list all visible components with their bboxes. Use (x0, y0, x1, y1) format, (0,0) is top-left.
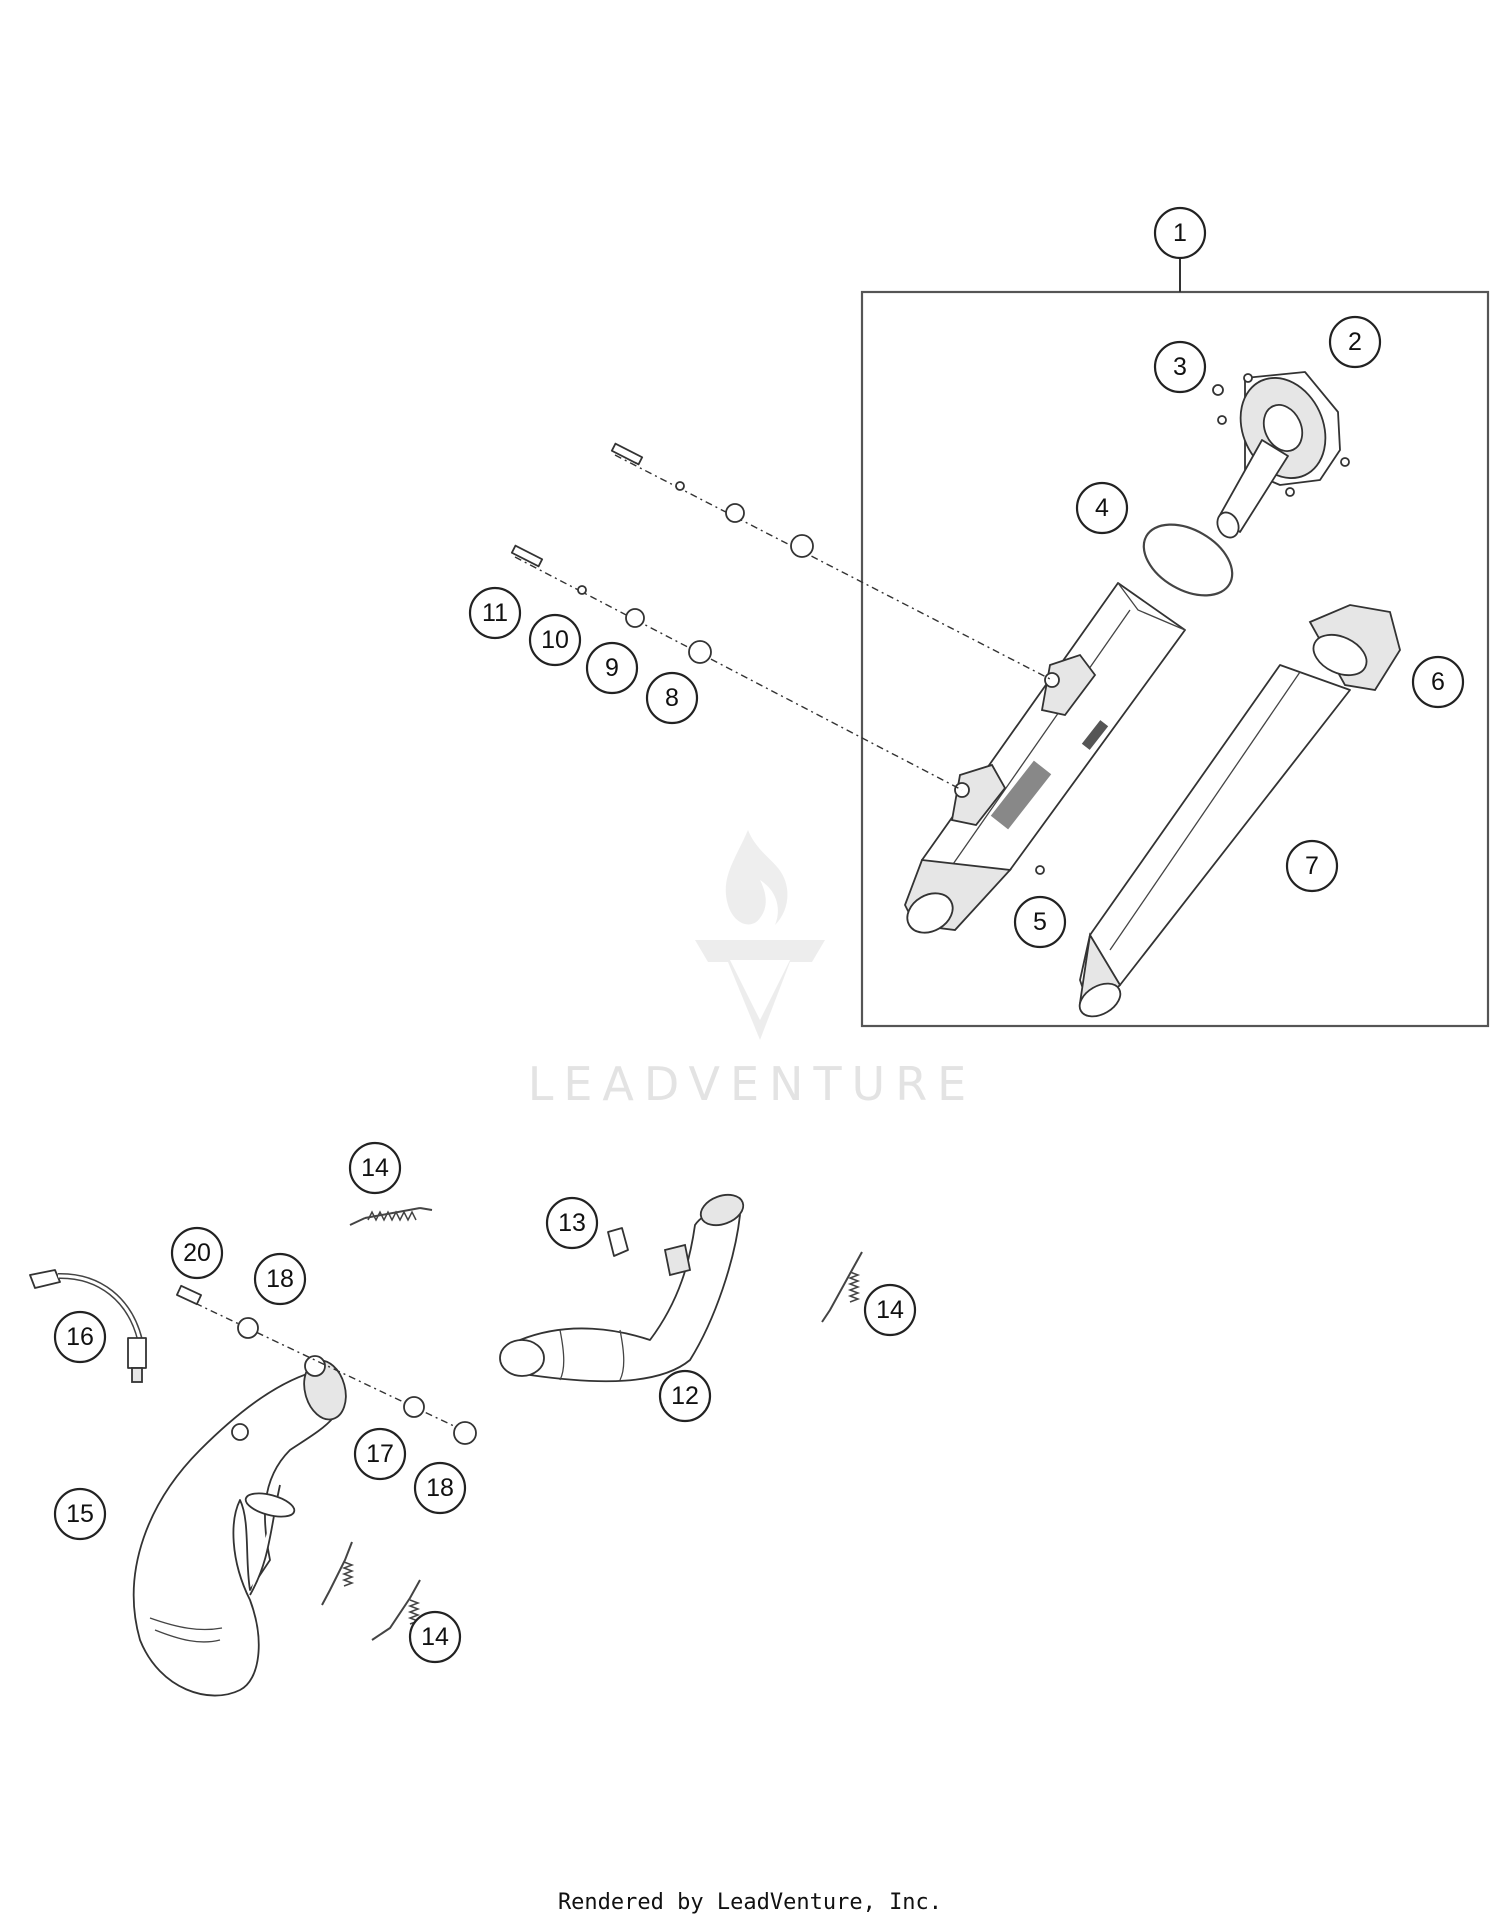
o-ring-part (1142, 523, 1234, 597)
svg-text:7: 7 (1305, 852, 1319, 880)
svg-text:17: 17 (366, 1440, 394, 1468)
end-cap-part (1216, 371, 1350, 539)
callout-10: 10 (528, 613, 582, 667)
svg-text:13: 13 (558, 1209, 586, 1237)
screw-part (1212, 384, 1224, 396)
link-pipe-part (499, 1193, 745, 1383)
muffler-assembly-box (860, 290, 1490, 1028)
svg-text:14: 14 (361, 1154, 389, 1182)
clamp-part (607, 1227, 629, 1257)
svg-text:11: 11 (482, 599, 508, 627)
callout-3: 3 (1153, 340, 1207, 394)
svg-text:14: 14 (876, 1296, 904, 1324)
muffler-body-part (904, 582, 1186, 934)
svg-text:4: 4 (1095, 494, 1109, 522)
callout-13: 13 (545, 1196, 599, 1250)
callout-16: 16 (53, 1310, 107, 1364)
svg-text:18: 18 (426, 1474, 454, 1502)
svg-text:9: 9 (605, 654, 619, 682)
header-pipe-part (132, 1355, 347, 1697)
callout-18-upper: 18 (253, 1252, 307, 1306)
lower-bolt-stack (510, 544, 963, 791)
svg-text:16: 16 (66, 1323, 94, 1351)
callout-8: 8 (645, 671, 699, 725)
callout-12: 12 (658, 1369, 712, 1423)
callout-1: 1 (1153, 206, 1207, 260)
callout-5: 5 (1013, 895, 1067, 949)
svg-text:18: 18 (266, 1265, 294, 1293)
svg-text:15: 15 (66, 1500, 94, 1528)
svg-text:8: 8 (665, 684, 679, 712)
svg-text:10: 10 (541, 626, 569, 654)
callout-17: 17 (353, 1427, 407, 1481)
callout-7: 7 (1285, 839, 1339, 893)
muffler-sleeve-part (1078, 664, 1351, 1018)
svg-text:1: 1 (1173, 219, 1187, 247)
leadventure-watermark-logo (695, 830, 825, 1040)
svg-text:3: 3 (1173, 353, 1187, 381)
header-bolt-stack (176, 1284, 477, 1445)
svg-text:14: 14 (421, 1623, 449, 1651)
callout-2: 2 (1328, 315, 1382, 369)
callout-14-lower: 14 (408, 1610, 462, 1664)
callout-14-top: 14 (348, 1141, 402, 1195)
callout-15: 15 (53, 1487, 107, 1541)
spring-part-right (821, 1251, 863, 1323)
footer-credit: Rendered by LeadVenture, Inc. (557, 1890, 943, 1915)
callout-9: 9 (585, 641, 639, 695)
callout-11: 11 (468, 586, 522, 640)
callout-6: 6 (1411, 655, 1465, 709)
cap-cone-part (1308, 604, 1401, 691)
spring-part-top (349, 1207, 433, 1226)
svg-text:6: 6 (1431, 668, 1445, 696)
svg-text:12: 12 (671, 1382, 699, 1410)
sensor-cable-part (29, 1269, 147, 1383)
upper-bolt-stack (610, 442, 1053, 681)
callout-20: 20 (170, 1226, 224, 1280)
svg-text:5: 5 (1033, 908, 1047, 936)
callout-14-right: 14 (863, 1283, 917, 1337)
spring-part-lower-a (321, 1541, 355, 1606)
callout-4: 4 (1075, 481, 1129, 535)
svg-text:2: 2 (1348, 328, 1362, 356)
callout-18-lower: 18 (413, 1461, 467, 1515)
watermark-text: LEADVENTURE (528, 1057, 977, 1111)
svg-text:20: 20 (183, 1239, 211, 1267)
